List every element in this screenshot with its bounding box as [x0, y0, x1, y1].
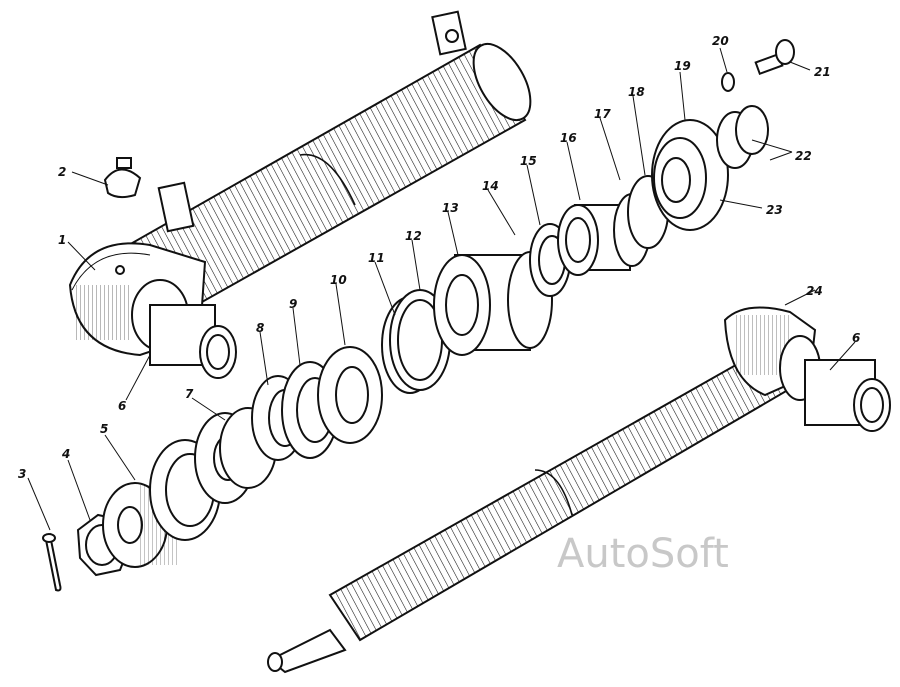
label-15: 15: [520, 154, 537, 168]
label-6b: 6: [852, 331, 860, 345]
label-16: 16: [560, 131, 577, 145]
label-1: 1: [58, 233, 66, 247]
label-5: 5: [100, 422, 108, 436]
flange-cap: [651, 119, 729, 231]
label-19: 19: [674, 59, 691, 73]
label-21: 21: [814, 65, 831, 79]
label-10: 10: [330, 273, 347, 287]
label-17: 17: [594, 107, 611, 121]
label-9: 9: [289, 297, 297, 311]
grease-fitting: [103, 157, 142, 199]
roller-bearing: [557, 175, 669, 276]
label-2: 2: [58, 165, 66, 179]
bolt-21: [754, 39, 795, 76]
bearing-rings: [251, 346, 383, 461]
housing-tube: [68, 10, 532, 379]
label-18: 18: [628, 85, 645, 99]
leader-lines: [27, 47, 856, 531]
cotter-pin: [42, 532, 62, 592]
label-8: 8: [256, 321, 264, 335]
label-14: 14: [482, 179, 499, 193]
label-12: 12: [405, 229, 422, 243]
part-labels: 2 1 3 4 5 6 7 8 9 10 11 12 13 14 15 16 1…: [18, 34, 860, 481]
label-22: 22: [795, 149, 812, 163]
label-3: 3: [18, 467, 26, 481]
label-24: 24: [806, 284, 823, 298]
label-23: 23: [766, 203, 783, 217]
torsion-shaft: [267, 306, 891, 674]
label-13: 13: [442, 201, 459, 215]
label-6a: 6: [118, 399, 126, 413]
label-20: 20: [712, 34, 729, 48]
label-11: 11: [368, 251, 385, 265]
rings-22: [716, 105, 769, 169]
watermark: AutoSoft: [557, 531, 729, 577]
washer-20: [721, 72, 735, 92]
label-4: 4: [61, 447, 70, 461]
label-7: 7: [185, 387, 194, 401]
